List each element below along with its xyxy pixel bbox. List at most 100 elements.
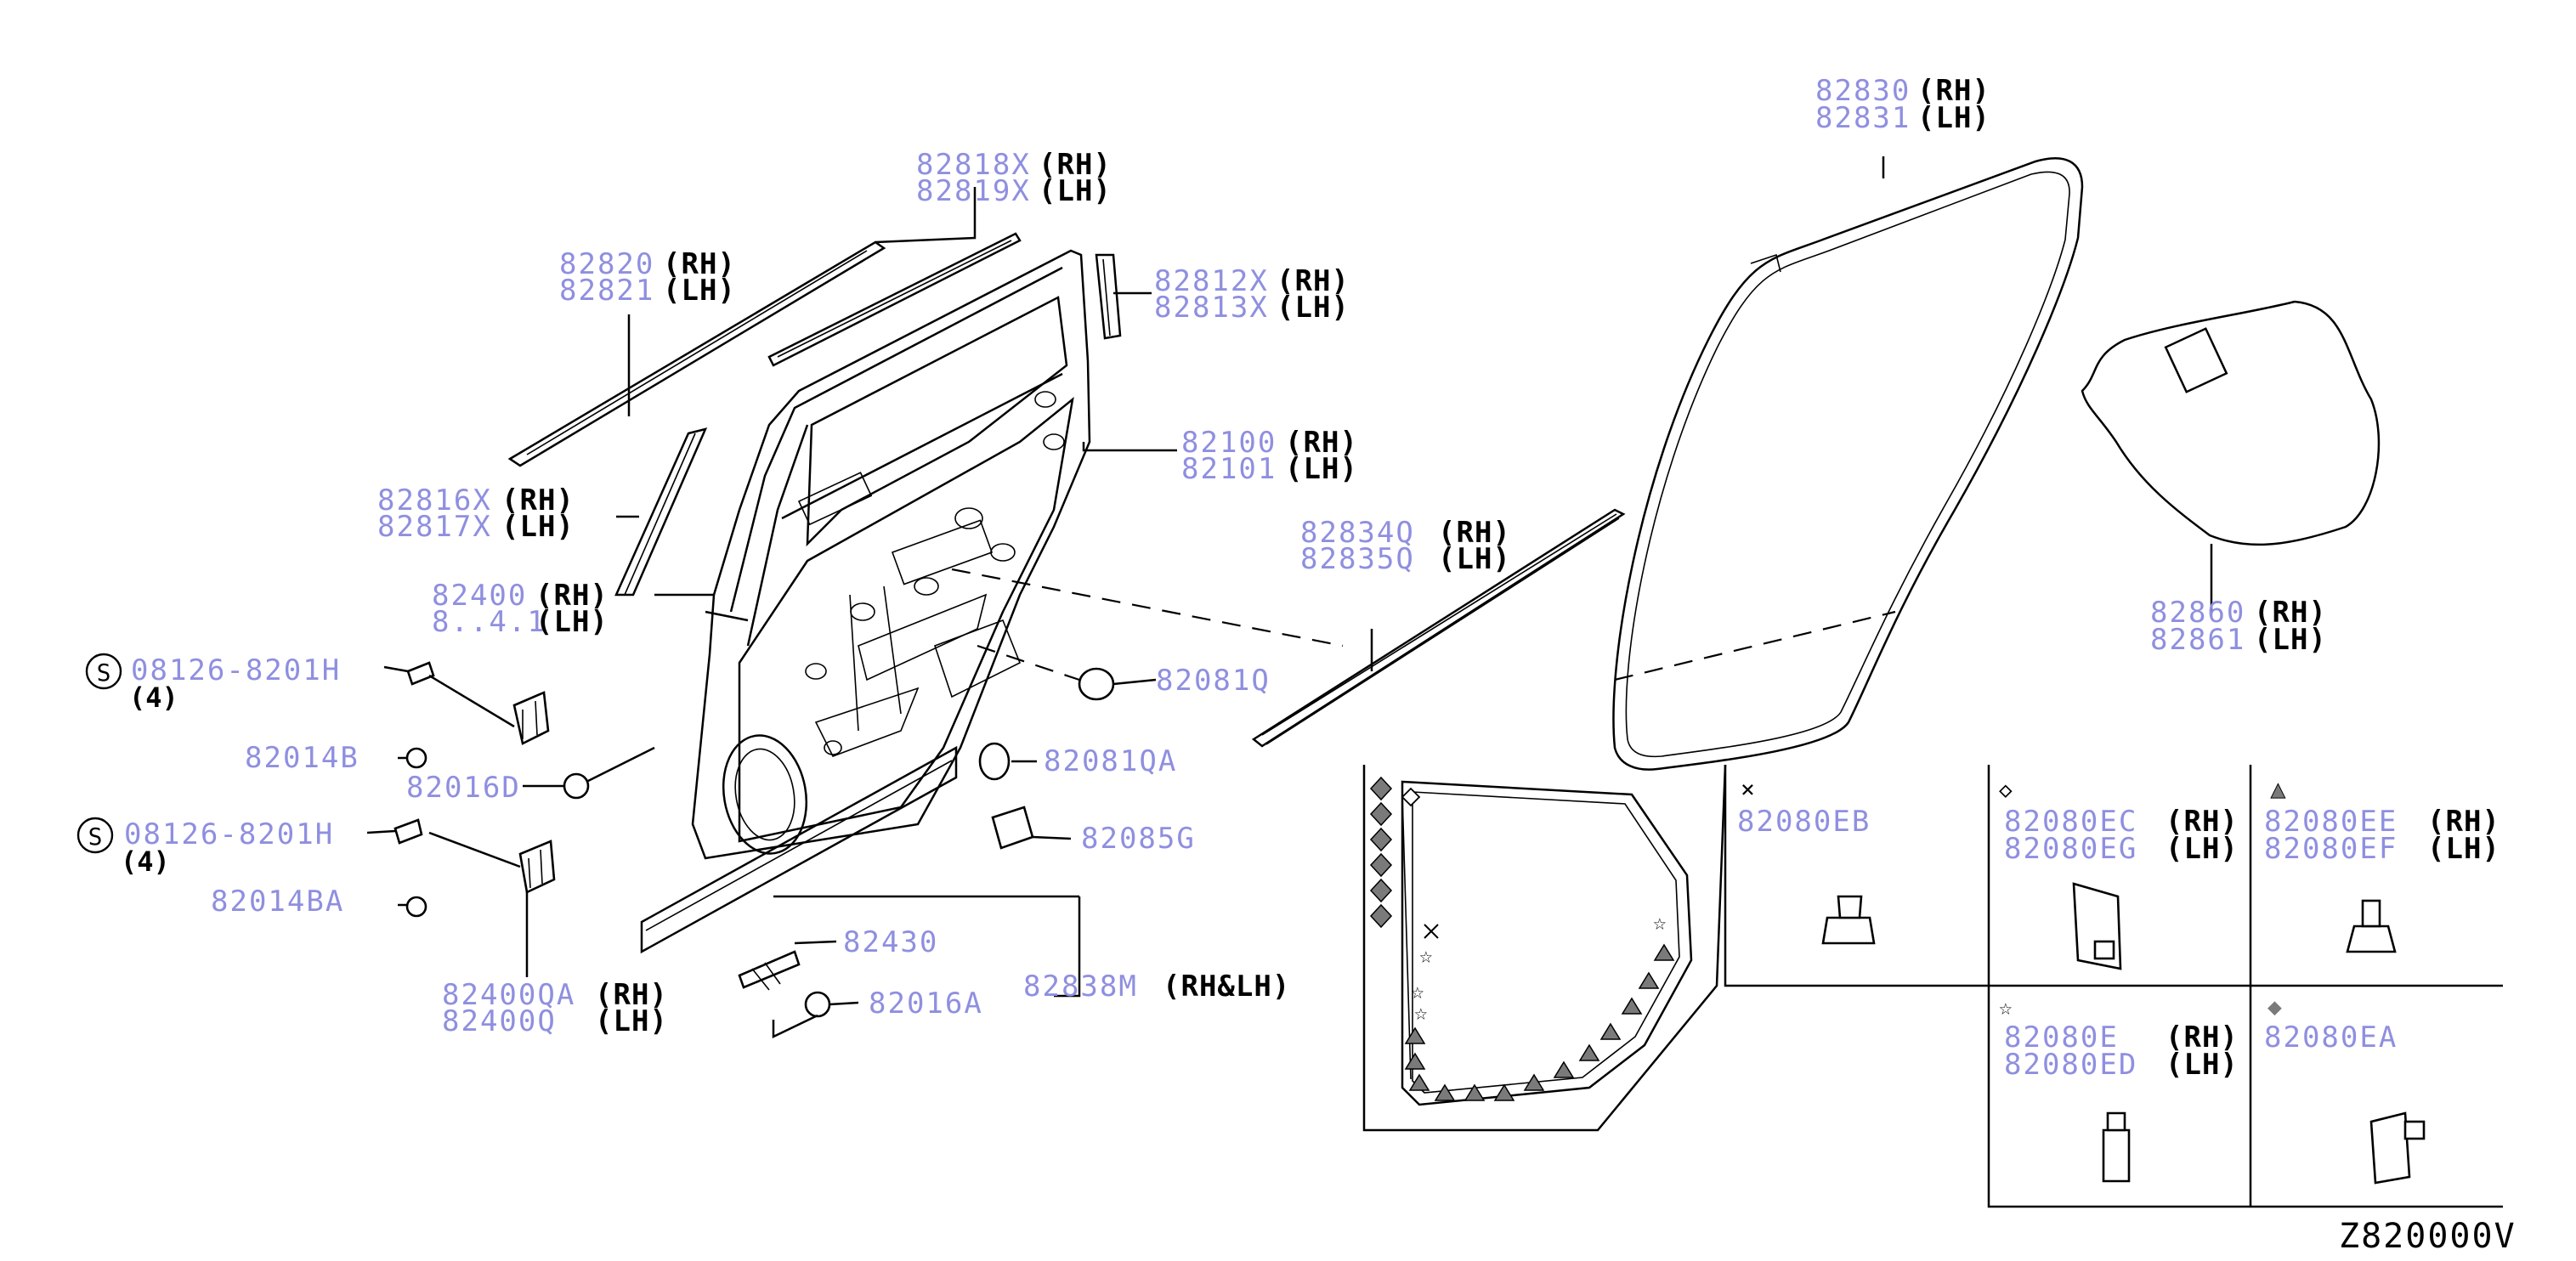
label-08126-upper: S 08126-8201H (4)	[85, 653, 341, 714]
part-number: 82400	[432, 579, 527, 613]
legend-diamond-open: ◇ 82080EC (RH) 82080EG (LH)	[1999, 778, 2239, 866]
part-number: 82430	[843, 925, 938, 959]
side-label: (LH)	[663, 274, 736, 308]
star-symbol: ☆	[1999, 995, 2013, 1021]
part-number: 82835Q	[1300, 542, 1415, 576]
part-number: 82816X	[377, 483, 492, 517]
side-label: (RH&LH)	[1163, 970, 1290, 1004]
label-82400: 82400 (RH) 8..4.1 (LH)	[432, 579, 609, 639]
side-label: (LH)	[595, 1004, 668, 1038]
quantity: (4)	[129, 681, 178, 714]
side-label: (LH)	[2166, 1048, 2239, 1082]
label-82400qa: 82400QA (RH) 82400Q (LH)	[442, 978, 668, 1038]
label-82016a: 82016A	[869, 987, 982, 1021]
diagram-code: Z820000V	[2339, 1217, 2517, 1256]
upper-hinge	[512, 691, 550, 745]
part-number: 82014B	[245, 741, 360, 775]
label-82016d: 82016D	[406, 771, 521, 805]
label-82812x: 82812X (RH) 82813X (LH)	[1154, 264, 1350, 325]
star-symbol: ☆	[1414, 1000, 1428, 1026]
hinge-bolts	[393, 661, 831, 1018]
sash-trim-strip	[1095, 253, 1122, 340]
label-82430: 82430	[843, 925, 938, 959]
cross-symbol: ×	[1741, 775, 1755, 803]
label-82014ba: 82014BA	[211, 885, 343, 919]
part-number: 82838M	[1023, 970, 1138, 1004]
part-number: 82101	[1181, 452, 1277, 486]
part-number: 82861	[2150, 623, 2245, 657]
side-label: (RH)	[1285, 426, 1358, 460]
window-upper-moulding	[767, 232, 1022, 367]
door-check-link	[738, 950, 801, 991]
part-number: 82016D	[406, 771, 521, 805]
side-label: (RH)	[2166, 1021, 2239, 1055]
label-82816x: 82816X (RH) 82817X (LH)	[377, 483, 575, 544]
clip-e-icon	[2102, 1111, 2131, 1183]
screw-mark: S	[97, 659, 111, 687]
inset-stars: ☆ ☆ ☆ ☆	[1411, 910, 1667, 1026]
clip-eb-icon	[1821, 895, 1876, 945]
side-label: (LH)	[2166, 832, 2239, 866]
label-08126-lower: S 08126-8201H (4)	[76, 817, 332, 878]
side-label: (RH)	[2427, 805, 2500, 839]
clip-ee-icon	[2346, 899, 2397, 953]
screw-mark: S	[88, 823, 103, 851]
door-sill-strip	[640, 745, 958, 954]
part-number: 82080EB	[1737, 805, 1871, 839]
side-label: (LH)	[1039, 174, 1112, 208]
dashed-leaders	[951, 568, 1896, 681]
label-82085g: 82085G	[1081, 822, 1194, 856]
part-number: 82100	[1181, 426, 1277, 460]
side-label: (LH)	[501, 510, 575, 544]
plug-seal-q	[1078, 667, 1115, 701]
side-label: (LH)	[1438, 542, 1511, 576]
partition-sash-strip	[614, 427, 708, 597]
legend-cross: × 82080EB	[1737, 775, 1871, 839]
side-label: (RH)	[1917, 74, 1990, 108]
star-symbol: ☆	[1411, 979, 1424, 1004]
outer-beltline-moulding	[507, 240, 886, 467]
side-label: (RH)	[2166, 805, 2239, 839]
legend-diamond-filled: ◆ 82080EA	[2264, 992, 2398, 1055]
side-label: (RH)	[2254, 596, 2327, 630]
star-symbol: ☆	[1419, 943, 1433, 969]
label-82830: 82830 (RH) 82831 (LH)	[1815, 74, 1990, 135]
side-label: (LH)	[1277, 291, 1350, 325]
side-label: (LH)	[1917, 101, 1990, 135]
part-number: 82080EA	[2264, 1021, 2398, 1055]
part-number: 08126-8201H	[131, 653, 341, 687]
diamond-open-symbol: ◇	[1999, 778, 2013, 803]
label-82081q: 82081Q	[1156, 664, 1269, 698]
side-label: (RH)	[1039, 148, 1112, 182]
part-number: 82831	[1815, 101, 1911, 135]
part-number: 82400QA	[442, 978, 575, 1012]
clip-ea-icon	[2369, 1111, 2426, 1185]
triangle-symbol: ▲	[2271, 775, 2285, 803]
plug-seal-qa	[978, 742, 1011, 781]
side-label: (LH)	[535, 605, 609, 639]
star-symbol: ☆	[1653, 910, 1667, 936]
bumper-rubber	[991, 806, 1034, 850]
side-label: (LH)	[2254, 623, 2327, 657]
diamond-filled-symbol: ◆	[2267, 992, 2282, 1021]
part-number: 82080E	[2004, 1021, 2119, 1055]
part-number: 82081QA	[1044, 744, 1177, 778]
part-number: 82080EC	[2004, 805, 2137, 839]
clip-location-inset	[1362, 764, 1727, 1132]
door-panel-drawing	[691, 249, 1091, 860]
side-label: (LH)	[2427, 832, 2500, 866]
part-number: 82818X	[916, 148, 1031, 182]
side-label: (RH)	[663, 247, 736, 281]
part-number: 82400Q	[442, 1004, 557, 1038]
part-number: 82813X	[1154, 291, 1269, 325]
part-number: 8..4.1	[432, 605, 546, 639]
clip-markers	[1369, 776, 1675, 1101]
side-label: (RH)	[535, 579, 609, 613]
part-number: 82820	[559, 247, 654, 281]
side-label: (RH)	[1438, 516, 1511, 550]
side-label: (RH)	[1277, 264, 1350, 298]
legend-triangle: ▲ 82080EE (RH) 82080EF (LH)	[2264, 775, 2500, 867]
part-number: 82819X	[916, 174, 1031, 208]
leader-lines	[366, 156, 2213, 1038]
